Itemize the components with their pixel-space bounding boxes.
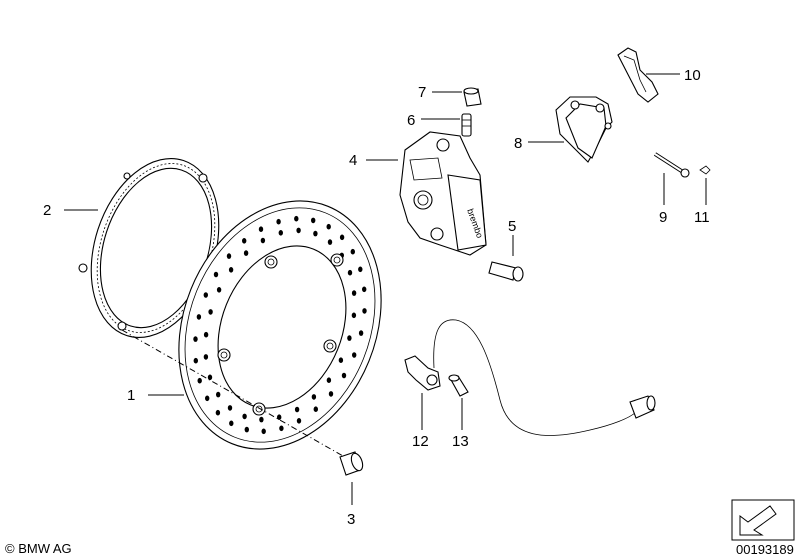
copyright-text: © BMW AG xyxy=(5,541,72,556)
disc-drill-hole xyxy=(203,292,208,298)
disc-drill-hole xyxy=(216,287,222,293)
disc-drill-hole xyxy=(277,414,282,421)
disc-drill-hole xyxy=(362,286,367,293)
disc-drill-hole xyxy=(350,248,355,255)
disc-drill-hole xyxy=(260,237,266,244)
callout-4[interactable]: 4 xyxy=(349,152,357,169)
callout-9[interactable]: 9 xyxy=(659,209,667,226)
disc-drill-hole xyxy=(358,330,364,336)
disc-drill-hole xyxy=(296,227,301,234)
leader-lines xyxy=(64,73,707,505)
disc-drill-hole xyxy=(311,394,317,400)
callout-13[interactable]: 13 xyxy=(452,433,469,450)
image-number: 00193189 xyxy=(736,542,794,557)
disc-drill-hole xyxy=(313,230,318,237)
disc-drill-hole xyxy=(205,395,210,402)
callout-12[interactable]: 12 xyxy=(412,433,429,450)
disc-drill-hole xyxy=(339,234,345,241)
image-number-box: 00193189 xyxy=(731,499,795,557)
disc-drill-hole xyxy=(347,335,352,341)
pad-retaining-pin[interactable] xyxy=(653,152,690,178)
brake-caliper[interactable]: brembo xyxy=(399,131,487,256)
disc-drill-hole xyxy=(313,406,318,413)
callout-6[interactable]: 6 xyxy=(407,112,415,129)
callout-7[interactable]: 7 xyxy=(418,84,426,101)
disc-drill-hole xyxy=(227,405,233,411)
disc-drill-hole xyxy=(294,406,300,413)
bleeder-cap[interactable] xyxy=(463,87,482,107)
disc-drill-hole xyxy=(258,226,264,232)
abs-speed-sensor[interactable] xyxy=(404,319,656,436)
disc-drill-hole xyxy=(193,357,198,364)
disc-drill-hole xyxy=(328,391,334,397)
disc-drill-hole xyxy=(352,352,357,358)
disc-drill-hole xyxy=(197,377,202,384)
callout-2[interactable]: 2 xyxy=(43,202,51,219)
callout-1[interactable]: 1 xyxy=(127,387,135,404)
disc-drill-hole xyxy=(276,218,281,225)
disc-drill-hole xyxy=(279,425,284,432)
disc-drill-hole xyxy=(358,266,363,273)
callout-5[interactable]: 5 xyxy=(508,218,516,235)
brake-pad-set[interactable] xyxy=(555,96,613,163)
disc-drill-hole xyxy=(327,239,333,245)
disc-drill-hole xyxy=(228,267,234,273)
sensor-bolt[interactable] xyxy=(448,374,469,397)
disc-drill-hole xyxy=(213,271,219,278)
disc-drill-hole xyxy=(347,269,353,276)
brake-disc[interactable] xyxy=(143,170,417,479)
disc-drill-hole xyxy=(294,215,299,222)
disc-drill-hole xyxy=(244,426,249,433)
disc-drill-hole xyxy=(203,354,209,360)
disc-drill-hole xyxy=(351,312,357,319)
bleeder-valve[interactable] xyxy=(461,113,472,137)
anti-rattle-spring[interactable] xyxy=(617,47,659,103)
disc-drill-hole xyxy=(326,377,332,384)
disc-bolt[interactable] xyxy=(339,451,365,476)
callout-8[interactable]: 8 xyxy=(514,135,522,152)
disc-drill-hole xyxy=(243,250,249,256)
disc-drill-hole xyxy=(311,217,316,224)
disc-drill-hole xyxy=(226,253,232,259)
disc-drill-hole xyxy=(278,230,283,236)
callout-11[interactable]: 11 xyxy=(694,209,710,226)
disc-mount-bolt-holes xyxy=(217,253,344,416)
direction-arrow-icon xyxy=(739,505,777,536)
disc-drill-hole xyxy=(296,418,302,424)
disc-drill-hole xyxy=(242,238,247,244)
disc-drill-hole xyxy=(261,428,266,435)
callout-labels: 1 2 3 4 5 6 7 8 9 10 11 12 13 xyxy=(43,67,710,528)
disc-drill-hole xyxy=(338,357,344,364)
disc-drill-hole xyxy=(259,416,264,423)
disc-drill-hole xyxy=(208,309,213,315)
disc-drill-hole xyxy=(326,223,331,230)
callout-10[interactable]: 10 xyxy=(684,67,701,84)
disc-drill-hole xyxy=(203,331,209,338)
disc-drill-hole xyxy=(193,336,198,342)
disc-drill-hole xyxy=(351,290,357,296)
spring-clip[interactable] xyxy=(699,165,711,175)
disc-drill-hole xyxy=(242,413,247,420)
disc-drill-hole xyxy=(216,391,221,398)
disc-drill-hole xyxy=(215,409,221,416)
disc-drill-hole xyxy=(341,372,347,379)
assembly-axis-line xyxy=(121,329,351,461)
disc-drill-hole xyxy=(229,420,234,427)
disc-drill-hole xyxy=(207,374,213,381)
disc-drill-hole xyxy=(196,314,202,320)
caliper-bolt[interactable] xyxy=(488,261,524,282)
callout-3[interactable]: 3 xyxy=(347,511,355,528)
disc-drill-hole xyxy=(362,308,367,314)
